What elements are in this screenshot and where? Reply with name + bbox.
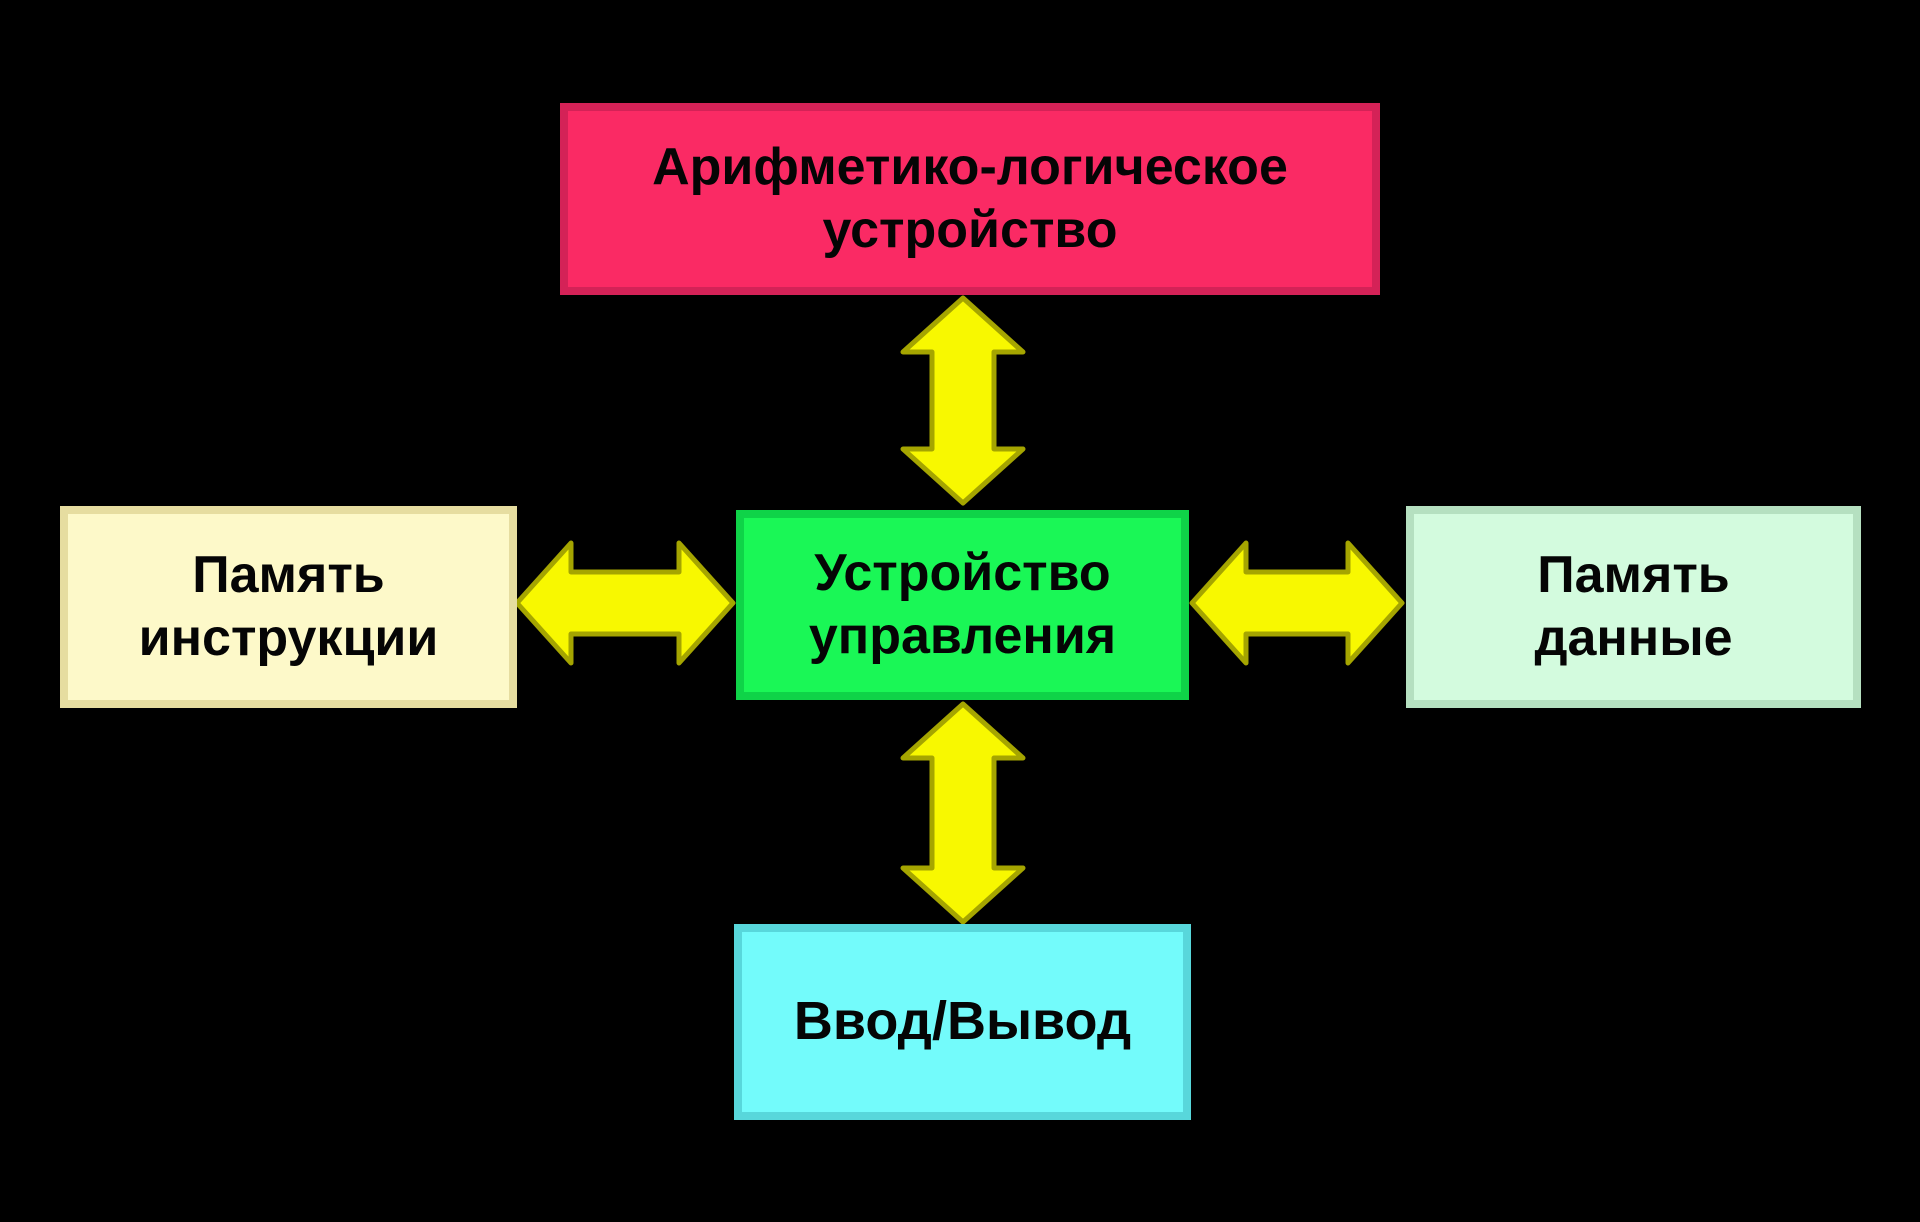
double-arrow-control-data-icon xyxy=(1189,540,1405,666)
node-arithmetic-logic-unit-label: Арифметико-логическое устройство xyxy=(652,137,1288,259)
double-arrow-instruction-control-icon xyxy=(514,540,736,666)
double-arrow-control-io-icon xyxy=(900,701,1026,925)
node-input-output: Ввод/Вывод xyxy=(734,924,1191,1120)
node-data-memory: Память данные xyxy=(1406,506,1861,708)
node-control-unit-label: Устройство управления xyxy=(808,543,1117,665)
node-input-output-label: Ввод/Вывод xyxy=(793,991,1132,1052)
node-control-unit: Устройство управления xyxy=(736,510,1189,700)
node-data-memory-label: Память данные xyxy=(1534,545,1733,667)
double-arrow-alu-control-icon xyxy=(900,295,1026,506)
node-instruction-memory: Память инструкции xyxy=(60,506,517,708)
node-arithmetic-logic-unit: Арифметико-логическое устройство xyxy=(560,103,1380,295)
node-instruction-memory-label: Память инструкции xyxy=(138,545,439,667)
